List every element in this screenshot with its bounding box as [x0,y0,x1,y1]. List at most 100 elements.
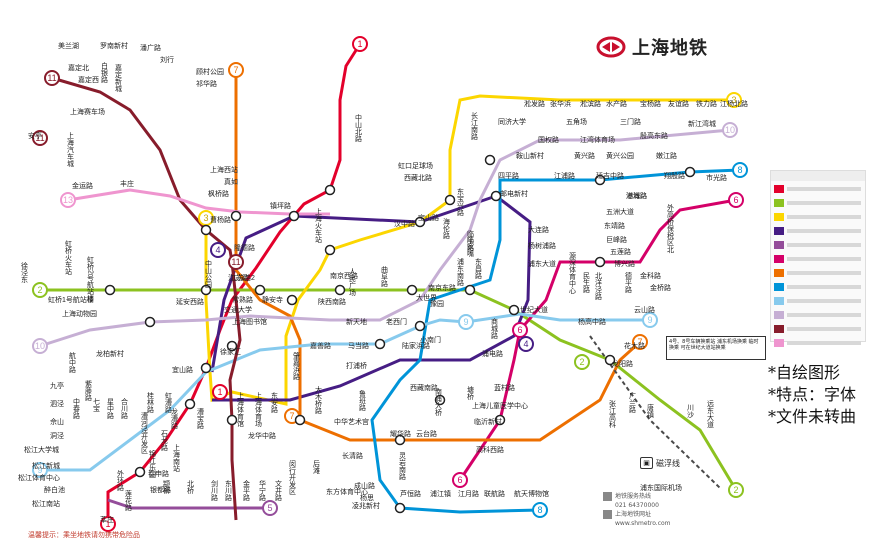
station-label[interactable]: 浦东南路 [457,257,465,287]
station-label[interactable]: 龙阳路 [612,359,633,368]
station-label[interactable]: 延吉中路 [596,171,624,180]
interchange-station[interactable] [200,224,212,236]
station-label[interactable]: 常熟路 [232,295,253,304]
station-label[interactable]: 金桥路 [650,283,671,292]
interchange-station[interactable] [444,194,456,206]
interchange-station[interactable] [594,256,606,268]
station-label[interactable]: 东安路 [271,391,279,414]
station-label[interactable]: 五角场 [566,117,587,126]
station-label[interactable]: 海伦路 [443,217,451,240]
line-badge-2-west[interactable] [32,282,48,298]
station-label[interactable]: 中山北路 [355,113,363,143]
station-label[interactable]: 上海图书馆 [232,317,267,326]
interchange-station[interactable] [594,174,606,186]
station-label[interactable]: 虹桥2号航站楼 [87,255,95,303]
line-badge-11-mid[interactable] [228,254,244,270]
station-label[interactable]: 南京西路 [330,271,358,280]
station-label[interactable]: 洞泾 [50,431,64,440]
station-label[interactable]: 博兴路 [614,259,635,268]
station-label[interactable]: 长清路 [342,451,363,460]
station-label[interactable]: 罗南新村 [100,41,128,50]
station-label[interactable]: 同济大学 [498,117,526,126]
station-label[interactable]: 唐镇 [647,403,655,419]
station-label[interactable]: 潘广路 [140,43,161,52]
station-label[interactable]: 浦东国际机场 [640,483,682,492]
line-10-route[interactable] [39,128,731,348]
station-label[interactable]: 大连路 [528,225,549,234]
station-label[interactable]: 虹漕路 [165,391,173,414]
station-label[interactable]: 上海体育馆 [237,391,245,428]
station-label[interactable]: 铁力路 [696,99,717,108]
line-badge-3-east[interactable] [726,92,742,108]
station-label[interactable]: 醉白池 [44,485,65,494]
station-label[interactable]: 大世界 [416,293,437,302]
line-badge-9-west[interactable] [32,462,48,478]
station-label[interactable]: 张江高科 [609,399,617,429]
maglev-route[interactable] [589,335,721,489]
station-label[interactable]: 民生路 [583,272,591,294]
station-label[interactable]: 宜山路 [172,365,193,374]
station-label[interactable]: 上海赛车场 [70,107,105,116]
station-label[interactable]: 隆德路 [234,243,255,252]
station-label[interactable]: 源深体育中心 [569,251,577,294]
interchange-station[interactable] [434,394,446,406]
station-label[interactable]: 星中路 [107,398,115,420]
line-badge-9-east[interactable] [642,312,658,328]
station-label[interactable]: 松江新城 [32,461,60,470]
interchange-station[interactable] [324,184,336,196]
station-label[interactable]: 打浦桥 [346,361,367,370]
interchange-station[interactable] [104,284,116,296]
station-label[interactable]: 枫桥路 [208,189,229,198]
station-label[interactable]: 泗泾 [50,400,64,408]
line-badge-1-mid[interactable] [212,384,228,400]
station-label[interactable]: 嘉定西 [78,75,99,84]
station-label[interactable]: 洲海路 [626,191,647,200]
station-label[interactable]: 大木桥路 [315,385,323,415]
station-label[interactable]: 漕宝路 [197,407,205,430]
station-label[interactable]: 虹口足球场 [398,161,433,170]
station-label[interactable]: 友谊路 [668,99,689,108]
station-label[interactable]: 顾村公园 [196,67,224,76]
interchange-station[interactable] [406,284,418,296]
line-badge-13[interactable] [60,192,76,208]
station-label[interactable]: 江杨北路 [720,99,748,108]
station-label[interactable]: 黄兴公园 [606,151,634,160]
station-label[interactable]: 锦江乐园 [149,449,157,479]
station-label[interactable]: 漕河泾开发区 [141,411,149,454]
interchange-station[interactable] [200,362,212,374]
station-label[interactable]: 小南门 [420,335,441,344]
interchange-station[interactable] [490,190,502,202]
station-label[interactable]: 鲁班路 [359,389,367,412]
interchange-station[interactable] [374,338,386,350]
station-label[interactable]: 九亭 [50,381,64,390]
interchange-station[interactable] [134,466,146,478]
station-label[interactable]: 银都路 [150,485,171,494]
station-label[interactable]: 陕西南路 [318,297,346,306]
station-label[interactable]: 曹杨路 [210,215,231,224]
station-label[interactable]: 新天地 [346,317,367,326]
station-label[interactable]: 上海动物园 [62,309,97,318]
station-label[interactable]: 西藏北路 [404,173,432,182]
station-label[interactable]: 剑川路 [211,479,219,502]
station-label[interactable]: 人民广场 [349,268,357,297]
interchange-station[interactable] [230,210,242,222]
station-label[interactable]: 合川路 [121,397,129,420]
station-label[interactable]: 南浦大桥 [435,387,443,417]
station-label[interactable]: 马当路 [348,341,369,350]
station-label[interactable]: 东川路 [225,479,233,502]
station-label[interactable]: 水产路 [606,99,627,108]
station-label[interactable]: 蓝村路 [494,383,515,392]
interchange-station[interactable] [604,354,616,366]
station-label[interactable]: 川沙 [687,404,695,418]
station-label[interactable]: 四平路 [498,171,519,180]
station-label[interactable]: 曲阜路 [381,265,389,288]
station-label[interactable]: 云台路 [416,429,437,438]
station-label[interactable]: 石龙路 [161,430,169,452]
station-label[interactable]: 耀华路 [390,429,411,438]
line-badge-10-east[interactable] [722,122,738,138]
station-label[interactable]: 虹桥1号航站楼 [48,295,94,304]
line-badge-7-north[interactable] [228,62,244,78]
station-label[interactable]: 杨树浦路 [528,241,556,250]
station-label[interactable]: 虹桥火车站 [65,239,73,276]
station-label[interactable]: 邮电新村 [500,189,528,198]
